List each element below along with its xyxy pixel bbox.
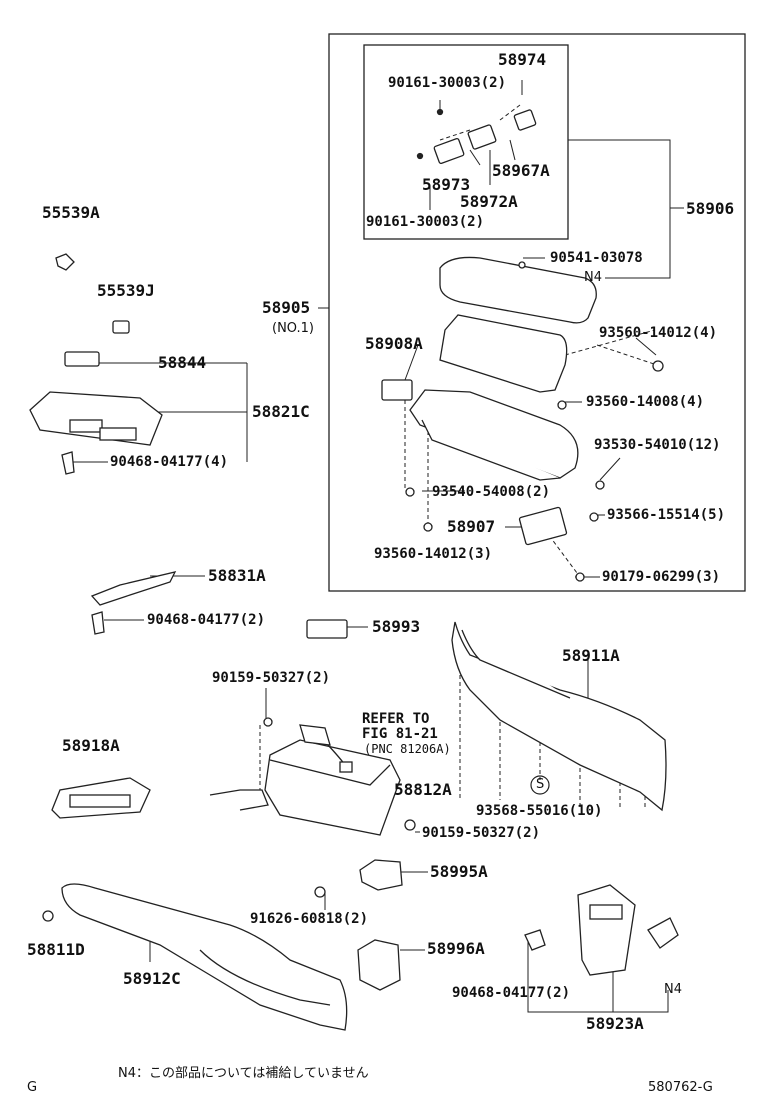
label-58923a: 58923A xyxy=(586,1014,644,1033)
label-90541-03078: 90541-03078 xyxy=(550,250,643,266)
label-58908a: 58908A xyxy=(365,334,423,353)
label-58906: 58906 xyxy=(686,199,735,218)
group-box-58905 xyxy=(328,33,746,592)
label-58905: 58905 xyxy=(262,298,311,317)
label-58812a: 58812A xyxy=(394,780,452,799)
label-58831a: 58831A xyxy=(208,566,266,585)
label-90161-30003-top: 90161-30003(2) xyxy=(388,75,507,91)
label-s: S xyxy=(536,777,545,792)
label-55539a: 55539A xyxy=(42,203,100,222)
group-box-58906 xyxy=(363,44,569,240)
label-58995a: 58995A xyxy=(430,862,488,881)
label-90468-04177-2-mid: 90468-04177(2) xyxy=(147,612,266,628)
footer-code: 580762-G xyxy=(648,1080,713,1095)
part-outlines xyxy=(29,108,679,1031)
label-58993: 58993 xyxy=(372,617,421,636)
label-n4-top: N4 xyxy=(584,270,602,285)
label-58974: 58974 xyxy=(498,50,547,69)
label-90468-04177-2-bottom: 90468-04177(2) xyxy=(452,985,571,1001)
label-n4-bottom: N4 xyxy=(664,982,682,997)
label-90161-30003-bottom: 90161-30003(2) xyxy=(366,214,485,230)
label-58821c: 58821C xyxy=(252,402,310,421)
footer-left-mark: G xyxy=(27,1080,38,1095)
label-58911a: 58911A xyxy=(562,646,620,665)
dashed-guides xyxy=(259,104,658,810)
label-90159-50327-top: 90159-50327(2) xyxy=(212,670,331,686)
label-93560-14012-3: 93560-14012(3) xyxy=(374,546,493,562)
s-marker xyxy=(530,775,550,795)
label-91626-60818: 91626-60818(2) xyxy=(250,911,369,927)
label-55539j: 55539J xyxy=(97,281,155,300)
label-58996a: 58996A xyxy=(427,939,485,958)
label-no1: (NO.1) xyxy=(272,321,314,336)
label-93568-55016: 93568-55016(10) xyxy=(476,803,603,819)
label-93560-14012-4: 93560-14012(4) xyxy=(599,325,718,341)
label-fig: FIG 81-21 xyxy=(362,726,438,742)
label-93530-54010: 93530-54010(12) xyxy=(594,437,721,453)
label-90159-50327-bottom: 90159-50327(2) xyxy=(422,825,541,841)
label-93566-15514: 93566-15514(5) xyxy=(607,507,726,523)
label-pnc: (PNC 81206A) xyxy=(364,742,451,756)
label-58811d: 58811D xyxy=(27,940,85,959)
footer-note: N4：この部品については補給していません xyxy=(118,1066,369,1081)
label-58907: 58907 xyxy=(447,517,496,536)
label-90179-06299: 90179-06299(3) xyxy=(602,569,721,585)
label-58967a: 58967A xyxy=(492,161,550,180)
label-58844: 58844 xyxy=(158,353,207,372)
label-58973: 58973 xyxy=(422,175,471,194)
label-90468-04177-4: 90468-04177(4) xyxy=(110,454,229,470)
label-refer-to: REFER TO xyxy=(362,711,430,727)
label-58972a: 58972A xyxy=(460,192,518,211)
label-58918a: 58918A xyxy=(62,736,120,755)
label-93560-14008: 93560-14008(4) xyxy=(586,394,705,410)
label-93540-54008: 93540-54008(2) xyxy=(432,484,551,500)
label-58912c: 58912C xyxy=(123,969,181,988)
